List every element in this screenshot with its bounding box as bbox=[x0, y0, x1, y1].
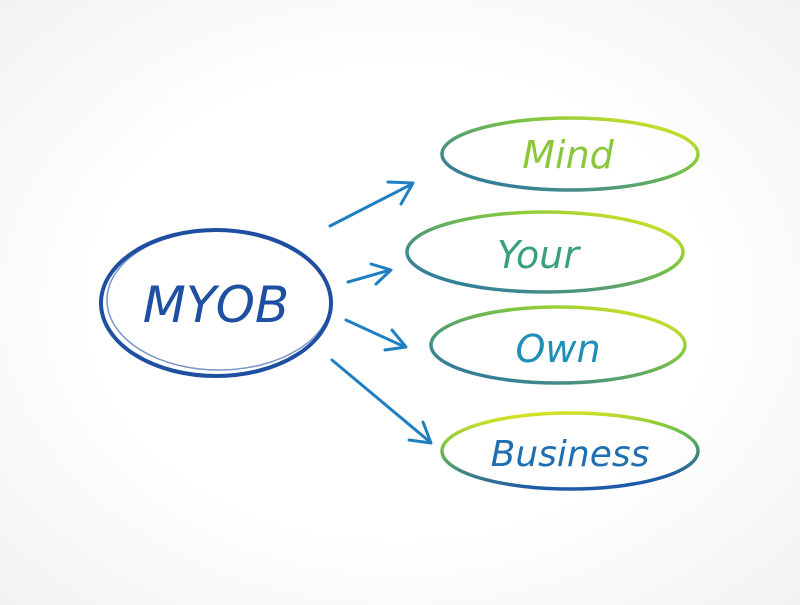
item-own: Own bbox=[429, 305, 687, 385]
item-label-your: Your bbox=[497, 233, 581, 277]
center-label: MYOB bbox=[143, 276, 289, 334]
arrow-to-your bbox=[346, 262, 393, 286]
item-business: Business bbox=[440, 411, 700, 491]
item-mind: Mind bbox=[440, 116, 700, 192]
item-label-mind: Mind bbox=[522, 133, 614, 177]
arrow-to-own bbox=[344, 318, 408, 352]
item-oval bbox=[440, 116, 700, 192]
arrow-to-mind bbox=[328, 180, 415, 228]
arrow-to-business bbox=[330, 358, 433, 445]
center-node: MYOB bbox=[99, 228, 333, 378]
item-your: Your bbox=[405, 210, 685, 294]
item-oval bbox=[440, 411, 700, 491]
arrows bbox=[328, 180, 433, 445]
item-oval bbox=[405, 210, 685, 294]
item-label-own: Own bbox=[515, 327, 600, 371]
item-label-business: Business bbox=[491, 434, 650, 475]
item-oval bbox=[429, 305, 687, 385]
